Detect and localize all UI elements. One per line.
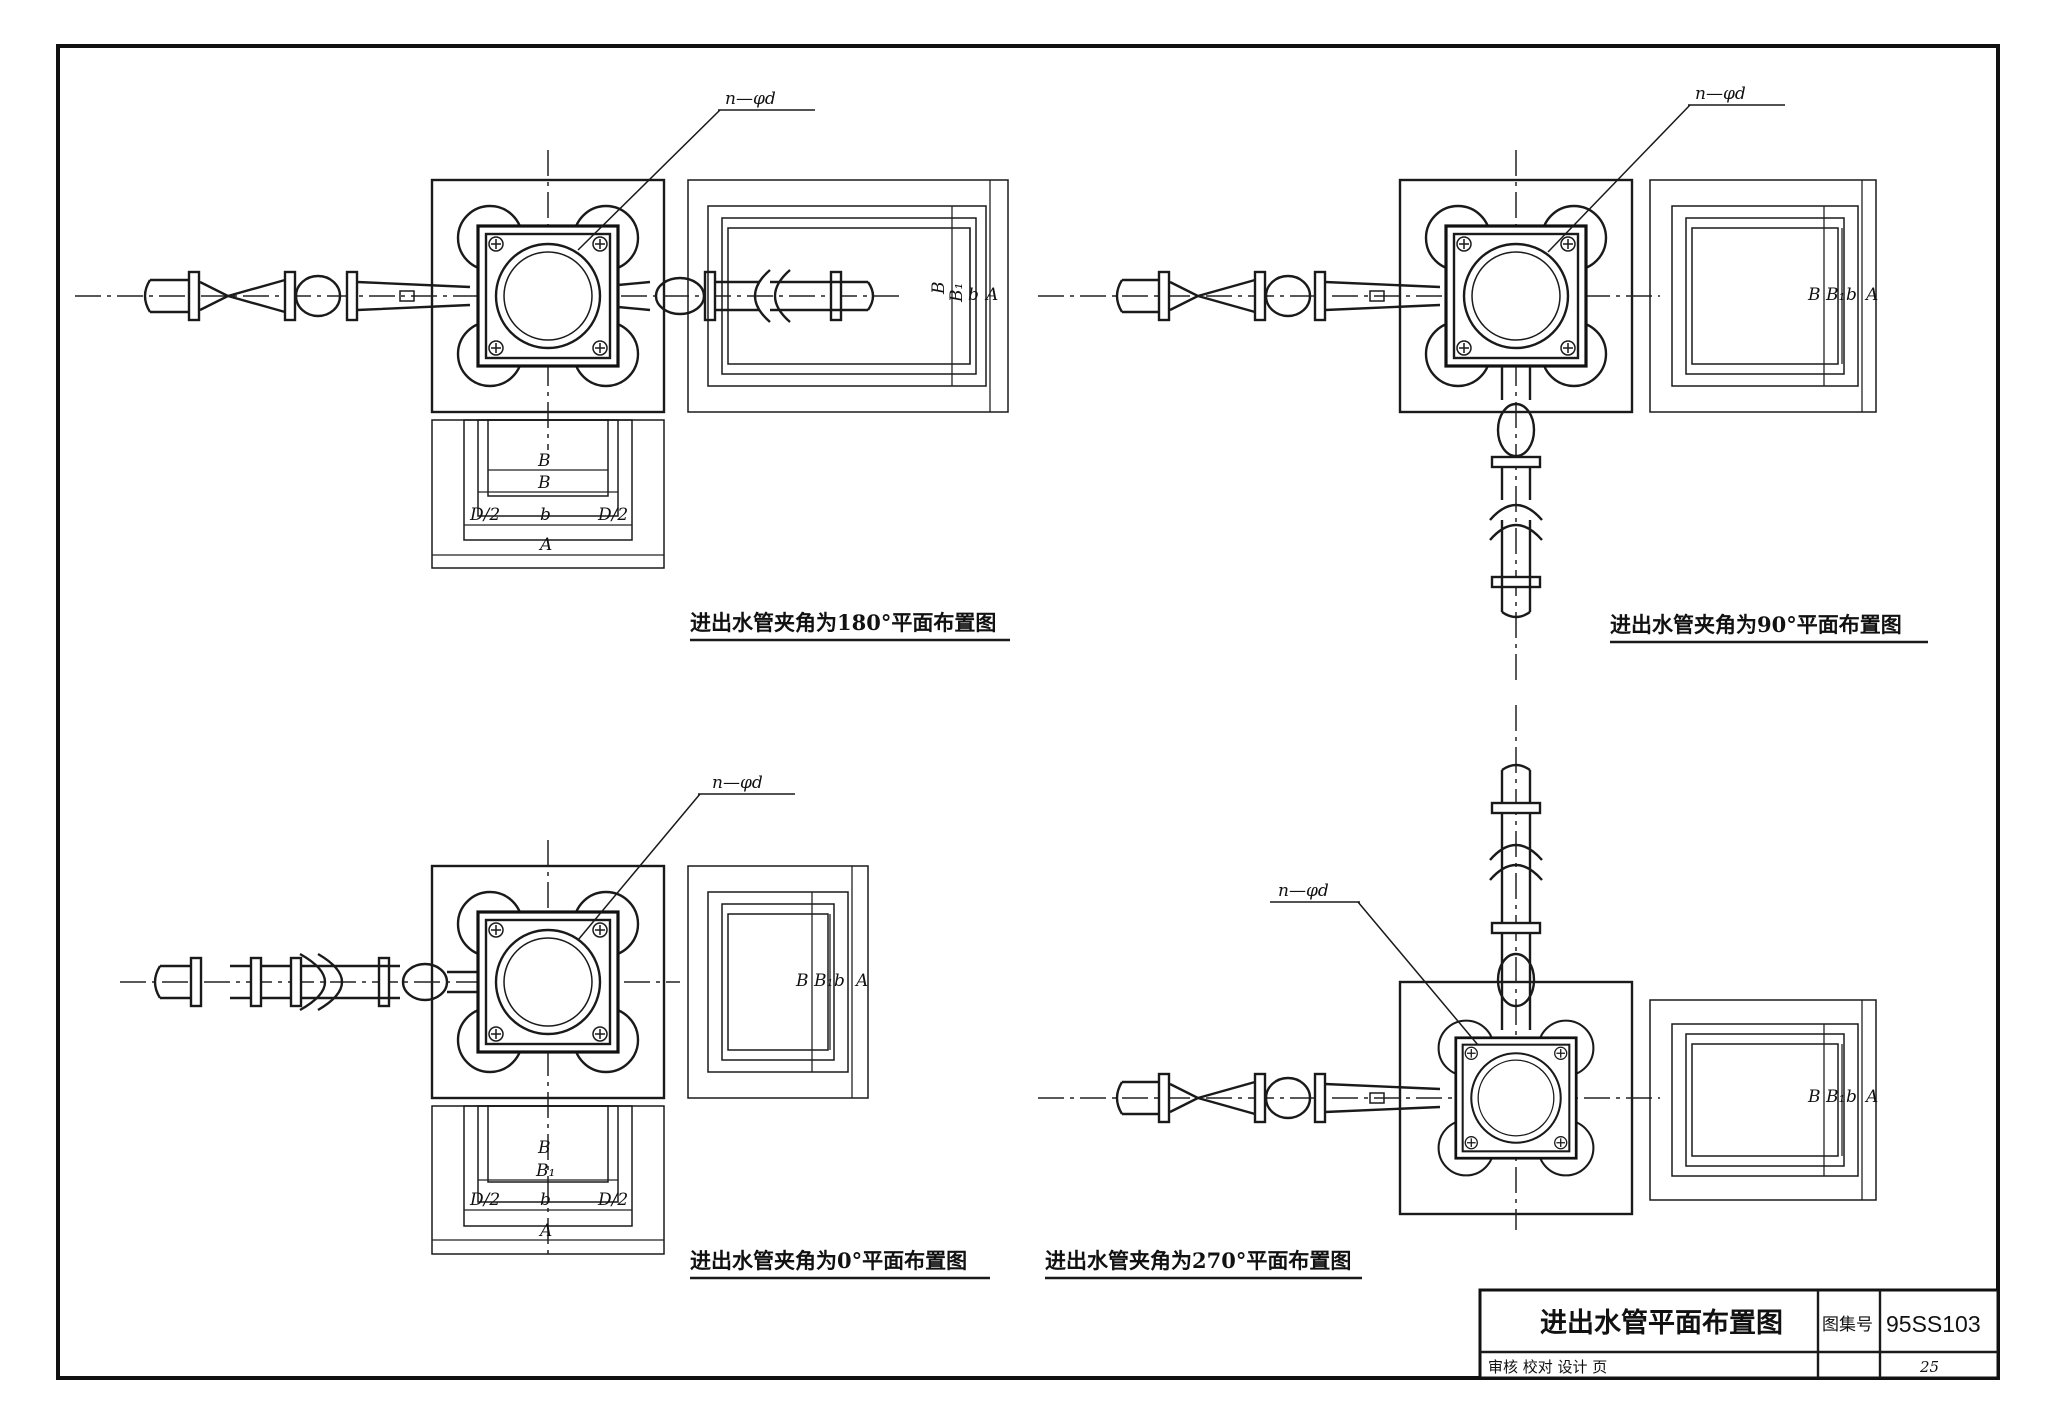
dim-half-180r: D/2 — [597, 505, 628, 525]
atlas-number: 95SS103 — [1886, 1311, 1981, 1337]
dim-b-180: b — [968, 285, 979, 305]
dim-half-0r: D/2 — [597, 1190, 628, 1210]
caption-0: 进出水管夹角为0°平面布置图 — [690, 1248, 967, 1273]
dim-b-270: b — [1846, 1087, 1857, 1107]
dim-B1-0b: B₁ — [535, 1161, 555, 1181]
atlas-label: 图集号 — [1822, 1315, 1873, 1335]
drawing-title: 进出水管平面布置图 — [1540, 1308, 1783, 1339]
dim-A-270: A — [1864, 1087, 1878, 1107]
view-180 — [75, 109, 1009, 569]
dim-B-180: B — [929, 282, 949, 296]
title-block: 进出水管平面布置图 图集号 95SS103 审核 校对 设计 页 25 — [1478, 1288, 2000, 1380]
dim-A-180b: A — [538, 535, 552, 555]
dim-A-180: A — [984, 285, 998, 305]
bolt-label-0: n—φd — [712, 773, 763, 793]
sign-row: 审核 校对 设计 页 — [1488, 1358, 1607, 1376]
caption-270: 进出水管夹角为270°平面布置图 — [1045, 1248, 1351, 1273]
bolt-label-270: n—φd — [1278, 881, 1329, 901]
dim-B-0: B — [795, 971, 809, 991]
dim-B-90: B — [1807, 285, 1821, 305]
view-270 — [1038, 705, 1877, 1230]
bolt-label-180: n—φd — [725, 89, 776, 109]
dim-b-0: b — [834, 971, 845, 991]
dim-B1-180: B₁ — [947, 283, 967, 303]
dim-b-180b: b — [540, 505, 551, 525]
dim-B-0b: B — [537, 1138, 551, 1158]
dim-B1-0: B₁ — [813, 971, 833, 991]
drawing-border — [56, 44, 2000, 1380]
caption-180: 进出水管夹角为180°平面布置图 — [690, 610, 996, 635]
dim-A-90: A — [1864, 285, 1878, 305]
dim-B1-270: B₁ — [1825, 1087, 1845, 1107]
dim-b-90: b — [1846, 285, 1857, 305]
dim-B-270: B — [1807, 1087, 1821, 1107]
dim-B1-90: B₁ — [1825, 285, 1845, 305]
dim-A-0: A — [854, 971, 868, 991]
caption-90: 进出水管夹角为90°平面布置图 — [1610, 612, 1902, 637]
dim-B-180b: B — [537, 451, 551, 471]
bolt-label-90: n—φd — [1695, 84, 1746, 104]
dim-B1-180b: B — [537, 473, 551, 493]
page-number: 25 — [1919, 1358, 1939, 1376]
view-90 — [1038, 104, 1877, 680]
view-0 — [120, 793, 869, 1260]
dim-half-0l: D/2 — [469, 1190, 500, 1210]
dim-A-0b: A — [538, 1221, 552, 1241]
dim-half-180l: D/2 — [469, 505, 500, 525]
dim-b-0b: b — [540, 1190, 551, 1210]
